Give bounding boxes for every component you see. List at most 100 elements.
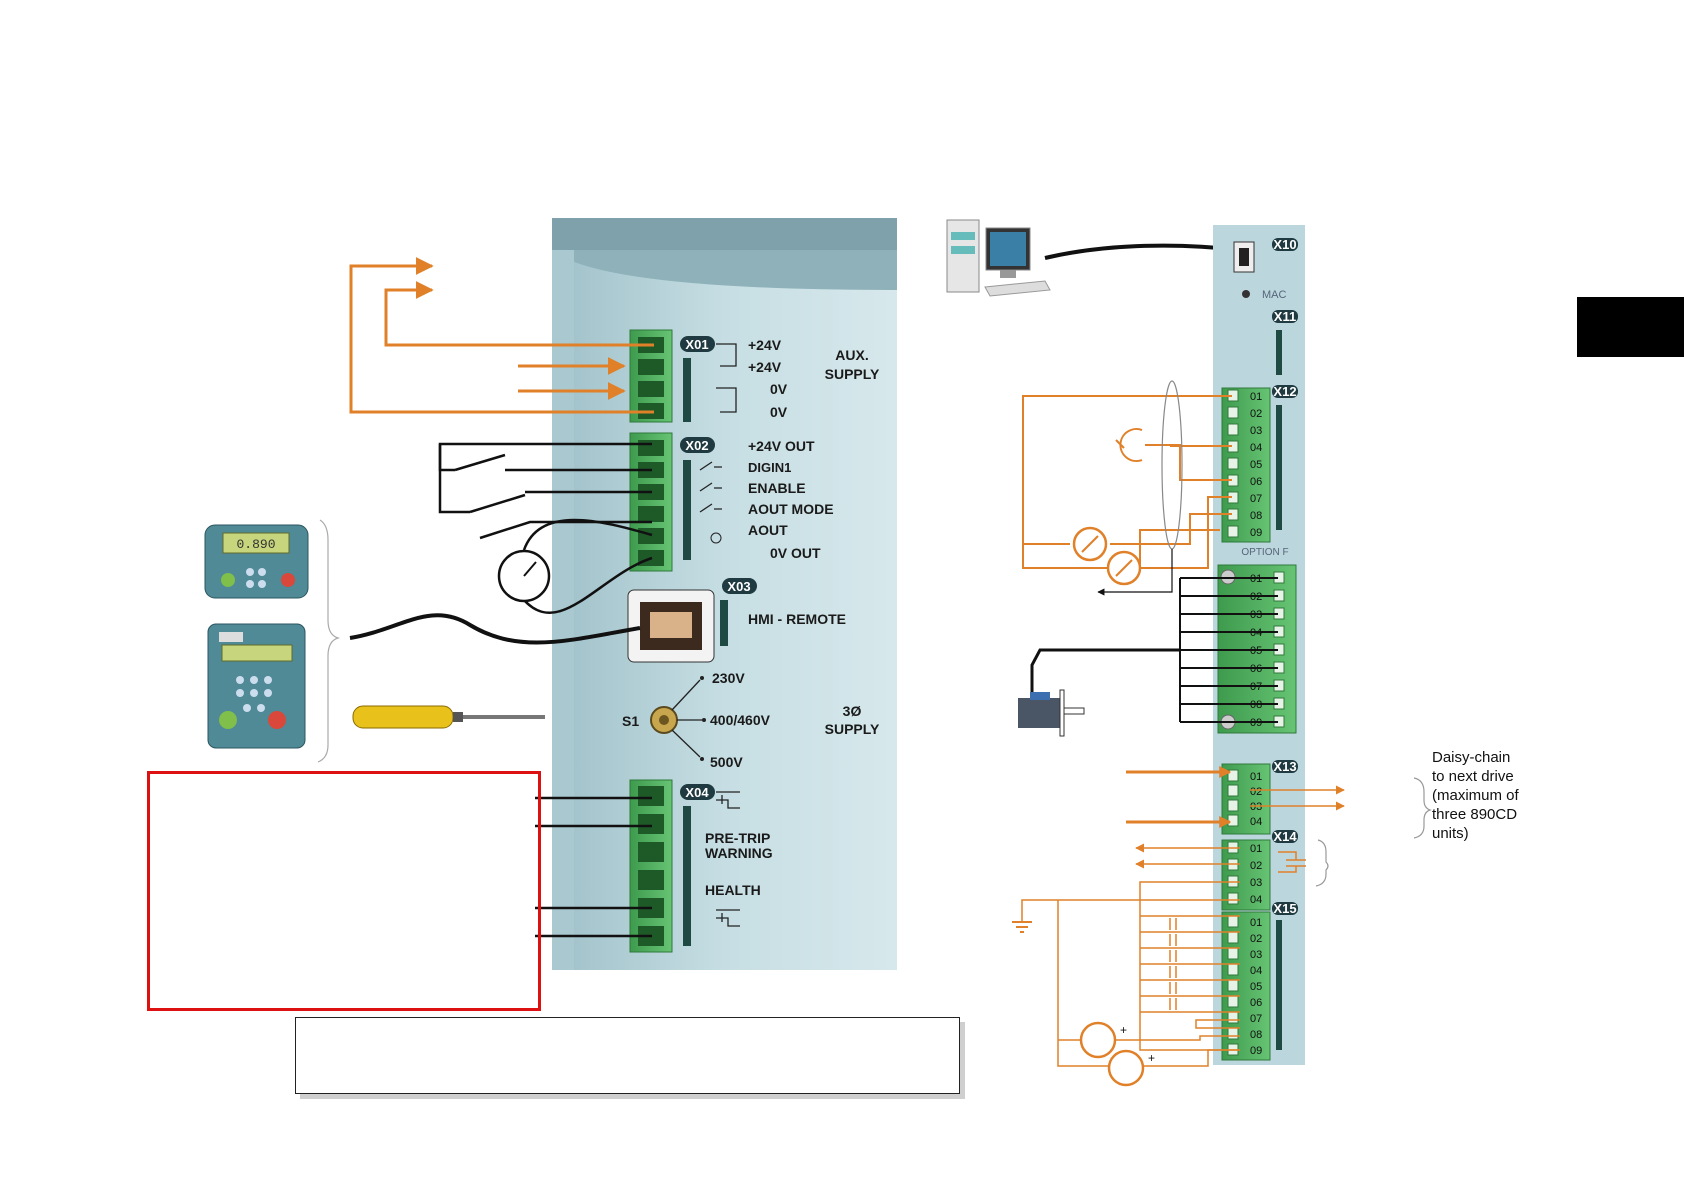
pre-trip-label-1: PRE-TRIP xyxy=(705,830,770,846)
x14-terminal-block: X14 01 02 03 04 xyxy=(1221,829,1298,911)
x01-term-2: +24V xyxy=(748,359,782,375)
hmi-cable xyxy=(349,613,641,645)
daisy-line-1: Daisy-chain xyxy=(1432,749,1511,766)
x02-header: X02 xyxy=(685,438,708,453)
svg-text:+: + xyxy=(1120,1023,1127,1037)
x15-wiring xyxy=(1057,900,1240,1067)
x12-wiring xyxy=(1022,395,1232,569)
daisy-line-2: to next drive xyxy=(1432,768,1514,785)
svg-text:+: + xyxy=(1148,1051,1155,1065)
s1-label: S1 xyxy=(622,713,639,729)
x02-control-wiring xyxy=(438,442,653,615)
screwdriver-icon xyxy=(352,705,545,729)
x13-pin-socket xyxy=(1227,799,1239,812)
x14-pin-label: 03 xyxy=(1250,877,1262,889)
x12-pin-label: 08 xyxy=(1250,510,1262,522)
x12-pin-label: 06 xyxy=(1250,476,1262,488)
3ph-supply-label-2: SUPPLY xyxy=(825,721,880,737)
x13-pin-label: 04 xyxy=(1250,816,1262,828)
x11-port: X11 xyxy=(1272,309,1298,375)
x04-header: X04 xyxy=(685,785,709,800)
x15-pin-socket xyxy=(1227,931,1239,944)
chapter-tab xyxy=(1577,297,1684,357)
aux-supply-label-2: SUPPLY xyxy=(825,366,880,382)
aux-supply-wiring xyxy=(349,257,654,414)
x12-pin-label: 05 xyxy=(1250,459,1262,471)
option-f-label: OPTION F xyxy=(1241,547,1288,558)
pre-trip-label-2: WARNING xyxy=(705,845,773,861)
x14-wiring xyxy=(1021,843,1306,1051)
x12-pin-label: 02 xyxy=(1250,408,1262,420)
x02-term-2: DIGIN1 xyxy=(748,460,791,475)
s1-500v: 500V xyxy=(710,754,743,770)
x13-pin-label: 01 xyxy=(1250,771,1262,783)
x15-pin-socket xyxy=(1227,963,1239,976)
usb-cable xyxy=(1044,243,1241,260)
x03-hmi-port: X03 HMI - REMOTE xyxy=(627,578,846,663)
keypad-display-value: 0.890 xyxy=(236,537,275,552)
keypad-small-icon: 0.890 xyxy=(204,524,309,599)
current-source-1-icon xyxy=(1072,526,1108,562)
x14-pin-label: 01 xyxy=(1250,843,1262,855)
x15-pin-label: 05 xyxy=(1250,981,1262,993)
x15-header: X15 xyxy=(1273,901,1296,916)
x13-pin-socket xyxy=(1227,784,1239,797)
x13-pin-label: 02 xyxy=(1250,786,1262,798)
ground-icon xyxy=(1012,921,1032,933)
voltage-source-2-icon: + xyxy=(1107,1049,1155,1087)
x12-pin-label: 03 xyxy=(1250,425,1262,437)
voltage-source-1-icon: + xyxy=(1079,1021,1127,1059)
x02-term-1: +24V OUT xyxy=(748,438,815,454)
s1-400v: 400/460V xyxy=(710,712,771,728)
x13-header: X13 xyxy=(1273,759,1296,774)
x02-term-4: AOUT MODE xyxy=(748,501,834,517)
x12-pin-socket xyxy=(1227,406,1239,419)
pc-computer-icon xyxy=(946,219,1051,297)
x14-pin-label: 04 xyxy=(1250,894,1262,906)
daisy-line-4: three 890CD xyxy=(1432,806,1518,823)
capacitor-symbols xyxy=(1169,918,1177,1010)
mac-label: MAC xyxy=(1262,289,1287,301)
x15-pin-label: 07 xyxy=(1250,1013,1262,1025)
x01-header: X01 xyxy=(685,337,708,352)
x14-bracket xyxy=(1315,839,1329,887)
x15-pin-label: 08 xyxy=(1250,1029,1262,1041)
analog-meter-icon xyxy=(497,549,551,603)
x15-pin-socket xyxy=(1227,947,1239,960)
x02-term-3: ENABLE xyxy=(748,480,806,496)
relay-wiring xyxy=(535,796,652,938)
x01-term-1: +24V xyxy=(748,337,782,353)
daisy-chain-bracket xyxy=(1413,777,1432,839)
s1-voltage-selector: S1 230V 400/460V 500V 3Ø SUPPLY xyxy=(622,670,880,770)
3ph-supply-label-1: 3Ø xyxy=(843,703,862,719)
x15-pin-socket xyxy=(1227,979,1239,992)
x15-pin-socket xyxy=(1227,1027,1239,1040)
x12-header: X12 xyxy=(1273,384,1296,399)
x13-wiring xyxy=(1126,766,1345,828)
x15-pin-label: 01 xyxy=(1250,917,1262,929)
daisy-line-3: (maximum of xyxy=(1432,787,1519,804)
health-label: HEALTH xyxy=(705,882,761,898)
x01-term-3: 0V xyxy=(770,381,788,397)
s1-230v: 230V xyxy=(712,670,745,686)
x10-usb-port: X10 MAC xyxy=(1233,237,1298,301)
hmi-remote-label: HMI - REMOTE xyxy=(748,611,846,627)
current-source-2-icon xyxy=(1106,550,1142,586)
x14-pin-label: 02 xyxy=(1250,860,1262,872)
x15-pin-label: 04 xyxy=(1250,965,1262,977)
x01-term-4: 0V xyxy=(770,404,788,420)
x12-pin-socket xyxy=(1227,423,1239,436)
x14-header: X14 xyxy=(1273,829,1297,844)
warning-box xyxy=(147,771,541,1011)
daisy-line-5: units) xyxy=(1432,825,1469,842)
x15-pin-label: 02 xyxy=(1250,933,1262,945)
x10-header: X10 xyxy=(1273,237,1296,252)
x15-pin-label: 09 xyxy=(1250,1045,1262,1057)
x12-pin-label: 04 xyxy=(1250,442,1262,454)
motor-icon xyxy=(1018,689,1085,737)
shield-screen-symbol xyxy=(1097,380,1183,596)
